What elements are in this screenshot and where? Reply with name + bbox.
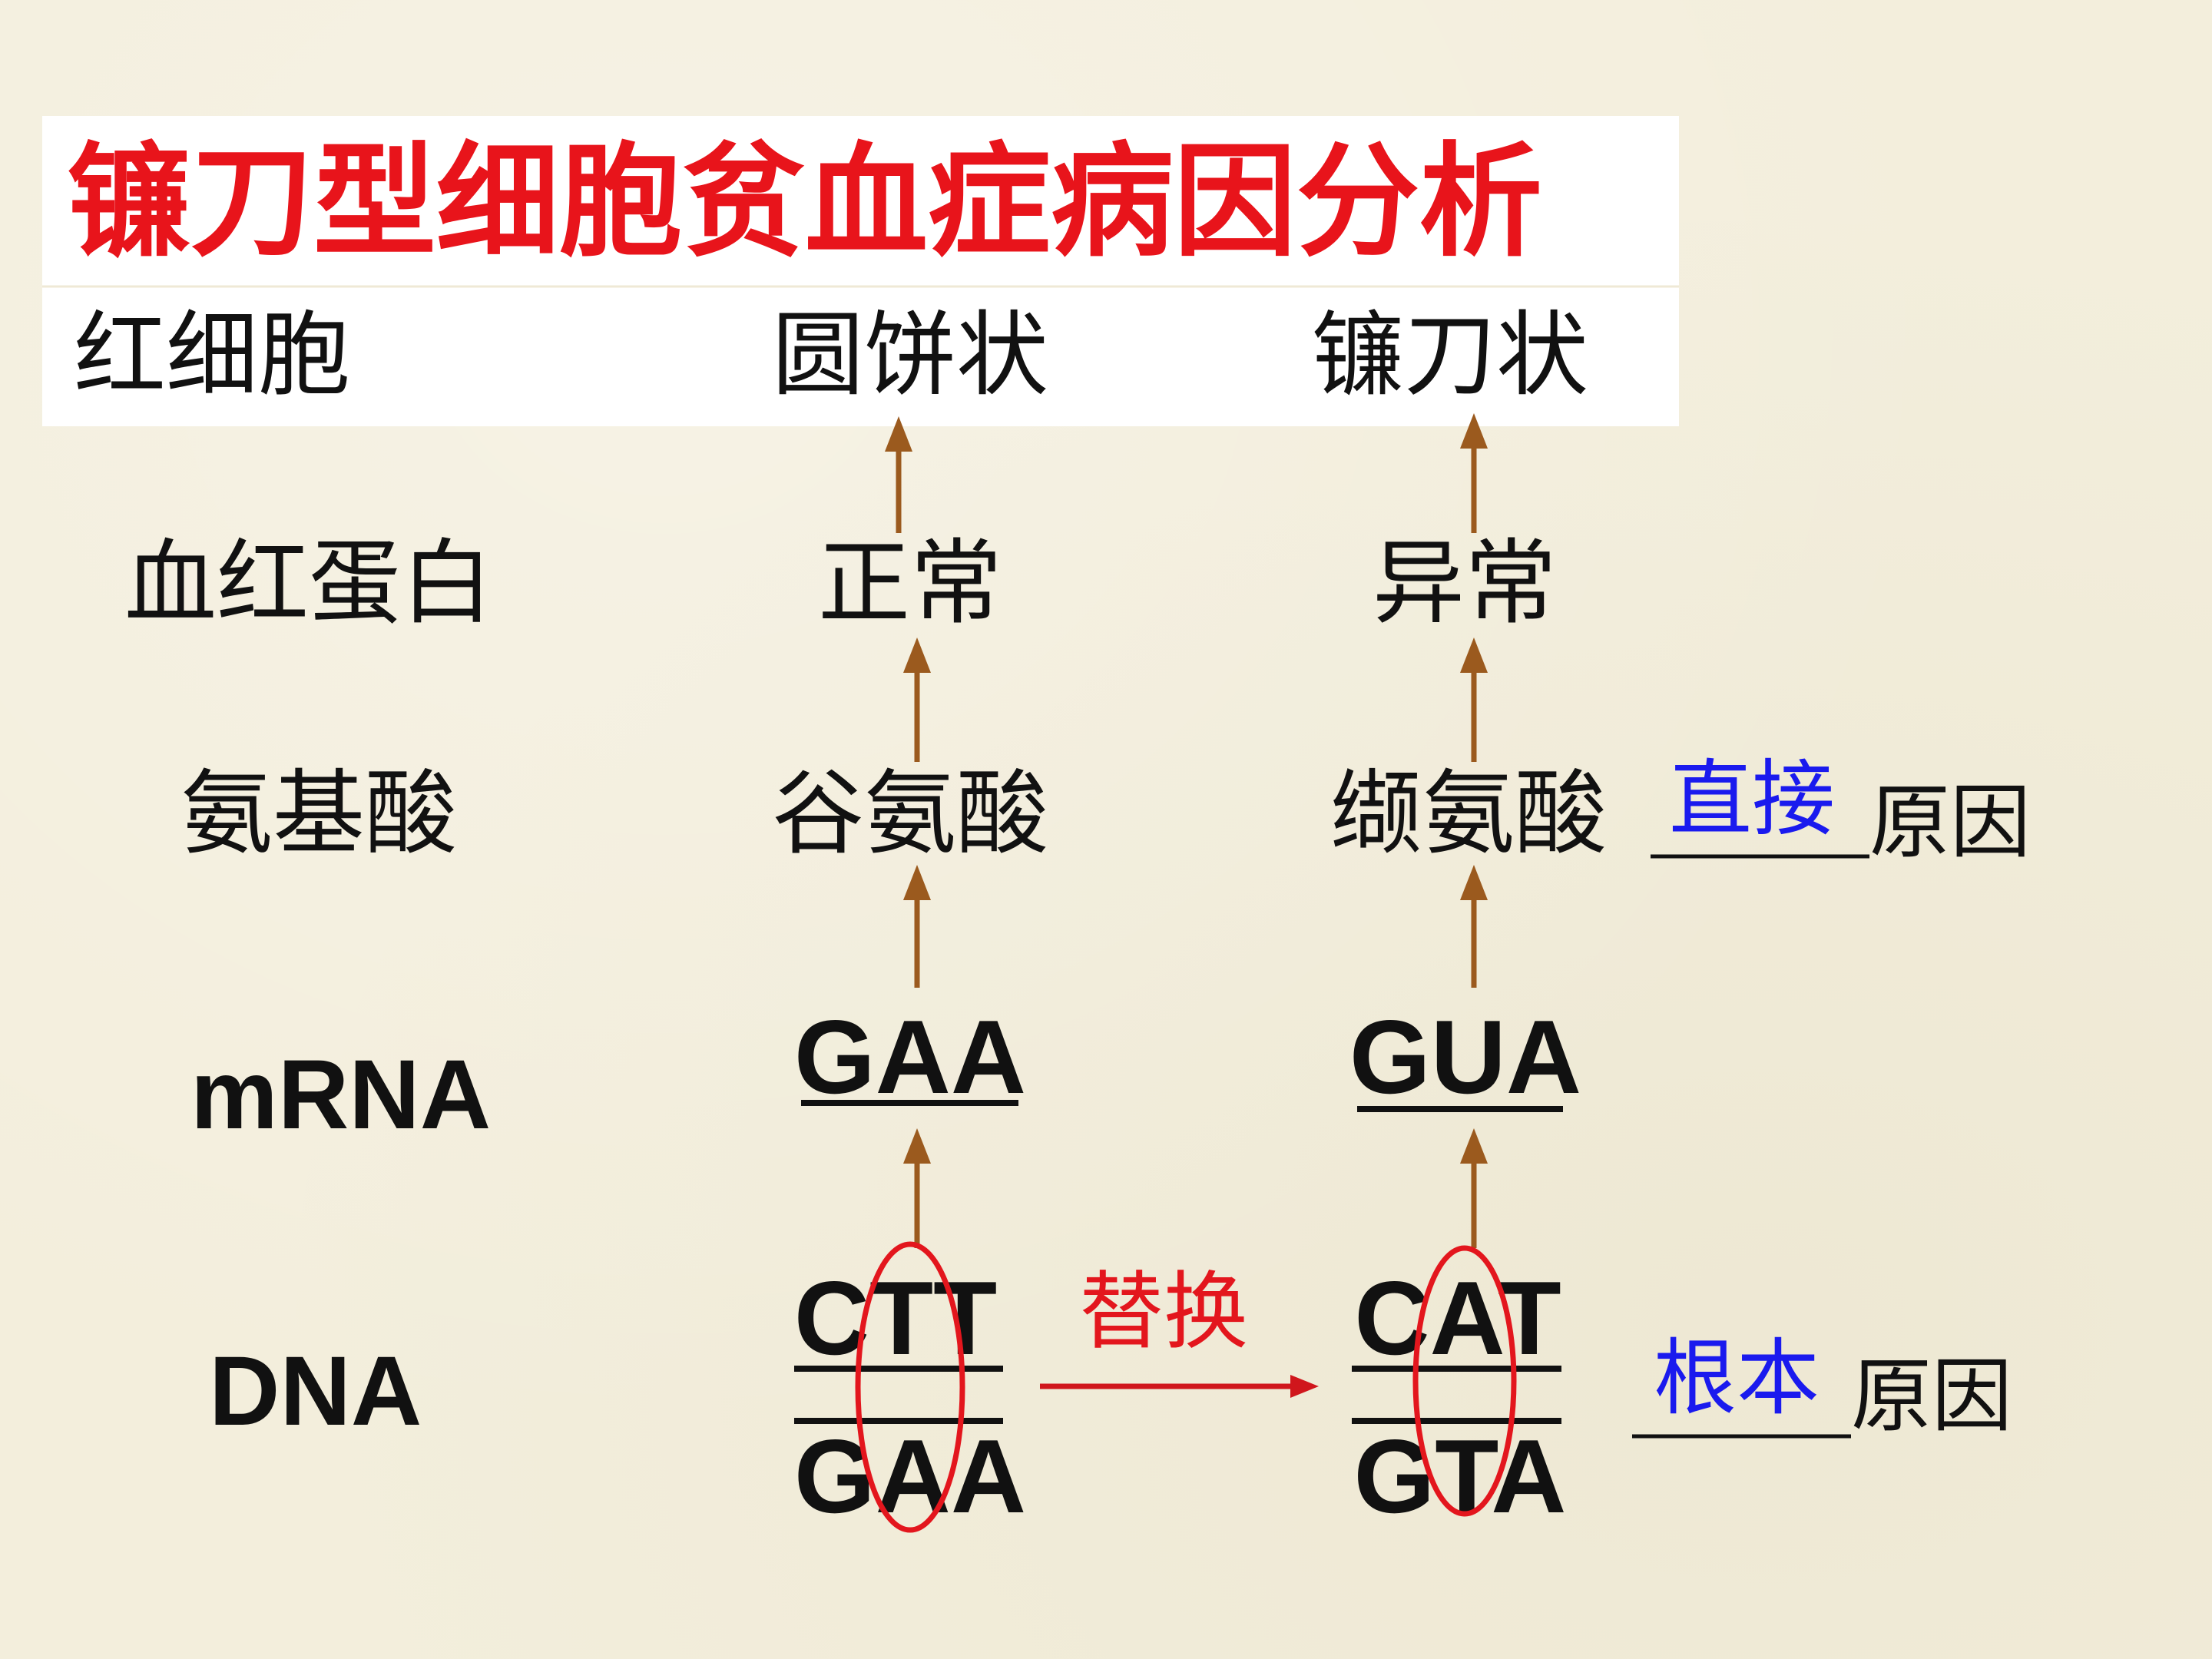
root-cause-suffix: 原因 <box>1851 1349 2012 1443</box>
arrow-normal-mrna-to-amino-acid <box>903 865 931 988</box>
row-label-hemoglobin: 血红蛋白 <box>124 531 493 637</box>
mutation-label: 替换 <box>1079 1263 1248 1361</box>
arrow-normal-amino-acid-to-hemoglobin <box>903 637 931 762</box>
arrow-sickle-dna-to-mrna <box>1460 1128 1488 1248</box>
sickle-mutation-site-ring <box>1412 1245 1517 1517</box>
row-label-amino-acid: 氨基酸 <box>180 761 457 868</box>
slide-title: 镰刀型细胞贫血症病因分析 <box>68 129 1542 273</box>
sickle-amino-acid: 缬氨酸 <box>1330 761 1607 868</box>
direct-cause-answer: 直接 <box>1669 752 1835 848</box>
row-label-dna: DNA <box>209 1336 422 1446</box>
normal-dna-bottom-strand: GAA <box>794 1418 1026 1535</box>
direct-cause-suffix: 原因 <box>1869 776 2031 869</box>
arrow-sickle-hemoglobin-to-cell <box>1460 413 1488 533</box>
normal-dna-top-strand: CTT <box>794 1260 997 1376</box>
arrow-normal-dna-to-mrna <box>903 1128 931 1248</box>
arrow-normal-hemoglobin-to-cell <box>885 416 912 533</box>
sickle-dna-top-strand: CAT <box>1354 1260 1561 1376</box>
sickle-dna-bottom-strand: GTA <box>1354 1418 1567 1535</box>
sickle-cell-shape: 镰刀状 <box>1312 303 1588 409</box>
row-label-red-blood-cell: 红细胞 <box>74 303 350 409</box>
row-label-mrna: mRNA <box>190 1040 491 1150</box>
normal-cell-shape: 圆饼状 <box>772 303 1048 409</box>
sickle-mrna-codon: GUA <box>1349 998 1581 1115</box>
normal-hemoglobin: 正常 <box>818 531 1002 637</box>
sickle-hemoglobin: 异常 <box>1373 531 1557 637</box>
normal-mutation-site-ring <box>855 1241 965 1533</box>
title-panel <box>42 116 1679 426</box>
root-cause-answer: 根本 <box>1654 1331 1820 1427</box>
normal-mrna-codon: GAA <box>794 998 1026 1115</box>
arrow-sickle-amino-acid-to-hemoglobin <box>1460 637 1488 762</box>
mutation-arrow <box>1040 1375 1319 1398</box>
arrow-sickle-mrna-to-amino-acid <box>1460 865 1488 988</box>
normal-amino-acid: 谷氨酸 <box>772 761 1048 868</box>
